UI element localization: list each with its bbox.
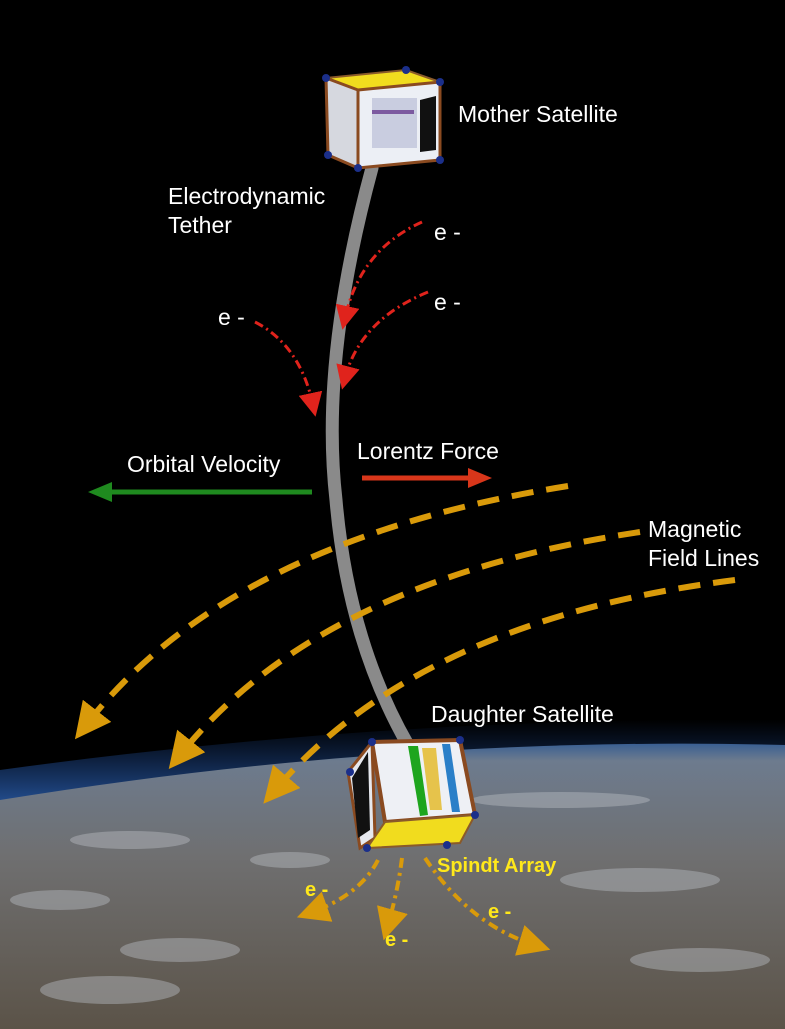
magnetic-field-label-line2: Field Lines xyxy=(648,545,759,571)
lorentz-force-label: Lorentz Force xyxy=(357,438,499,464)
magnetic-field-line xyxy=(74,483,569,740)
lorentz-force-arrowhead xyxy=(468,468,492,488)
mother-satellite-label: Mother Satellite xyxy=(458,101,618,127)
magnetic-field-line xyxy=(263,577,736,804)
electron-label: e - xyxy=(434,219,461,245)
electron-label: e - xyxy=(434,289,461,315)
electron-path-arrow xyxy=(254,320,323,417)
daughter-satellite xyxy=(346,736,479,852)
orbital-velocity-arrowhead xyxy=(88,482,112,502)
electron-label: e - xyxy=(218,304,245,330)
spindt-electron-label: e - xyxy=(385,929,408,951)
magnetic-field-line xyxy=(168,529,641,770)
clouds xyxy=(10,792,770,1004)
spindt-electron-arrow xyxy=(423,856,551,956)
tether-label-line1: Electrodynamic xyxy=(168,183,325,209)
orbital-velocity-label: Orbital Velocity xyxy=(127,451,281,477)
magnetic-field-label-line1: Magnetic xyxy=(648,516,741,542)
spindt-electron-label: e - xyxy=(305,879,328,901)
earth-surface xyxy=(0,743,785,1029)
electron-path-arrow xyxy=(336,290,429,390)
spindt-electron-arrow xyxy=(377,857,408,941)
daughter-satellite-label: Daughter Satellite xyxy=(431,701,614,727)
spindt-electron-arrow xyxy=(296,859,380,922)
tether-label-line2: Tether xyxy=(168,212,232,238)
electron-path-arrow xyxy=(335,220,423,330)
electrodynamic-tether xyxy=(325,161,415,752)
spindt-array-label: Spindt Array xyxy=(437,855,557,877)
spindt-electron-label: e - xyxy=(488,901,511,923)
mother-satellite xyxy=(322,66,444,172)
